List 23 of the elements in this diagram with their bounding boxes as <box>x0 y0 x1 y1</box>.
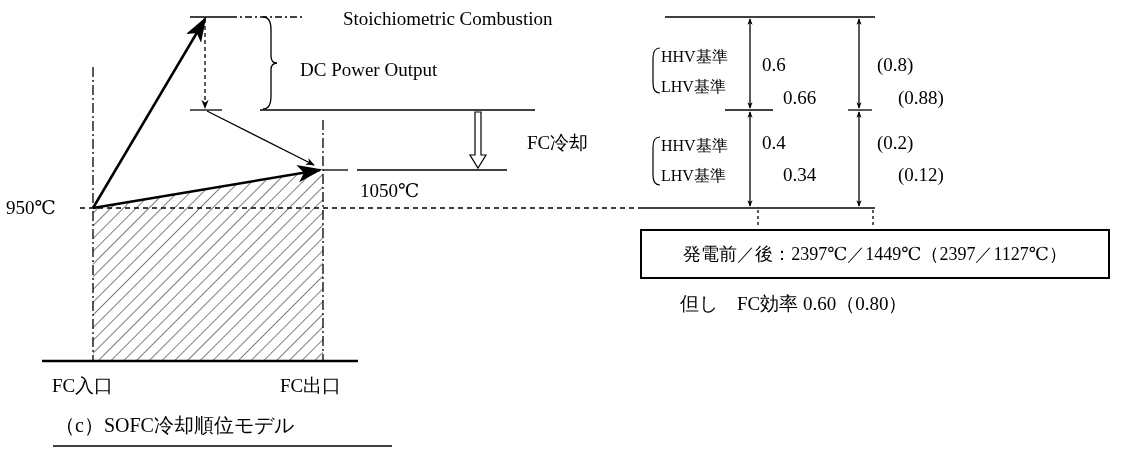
value-label: (0.88) <box>898 87 944 109</box>
value-label: (0.8) <box>877 54 914 76</box>
value-label: 0.34 <box>783 164 817 186</box>
temperature-label: 950℃ <box>6 197 56 219</box>
value-label: 0.4 <box>762 132 786 154</box>
axis-label: FC入口 <box>52 375 114 397</box>
value-label: (0.12) <box>898 164 944 186</box>
basis-label: HHV基準 <box>661 47 728 67</box>
temperature-label: 1050℃ <box>360 180 420 202</box>
value-label: 0.66 <box>783 87 817 109</box>
figure-caption: （c）SOFC冷却順位モデル <box>55 414 294 436</box>
basis-label: LHV基準 <box>661 166 726 186</box>
text-box <box>640 229 1110 279</box>
annotation-label: DC Power Output <box>300 59 438 81</box>
note-text: 但し FC効率 0.60（0.80） <box>680 293 908 315</box>
heading-label: Stoichiometric Combustion <box>343 8 553 30</box>
basis-label: HHV基準 <box>661 136 728 156</box>
value-label: 0.6 <box>762 54 786 76</box>
axis-label: FC出口 <box>280 375 342 397</box>
value-label: (0.2) <box>877 132 914 154</box>
box-text: 発電前／後：2397℃／1449℃（2397／1127℃） <box>683 243 1067 266</box>
basis-label: LHV基準 <box>661 77 726 97</box>
annotation-label: FC冷却 <box>527 132 589 154</box>
